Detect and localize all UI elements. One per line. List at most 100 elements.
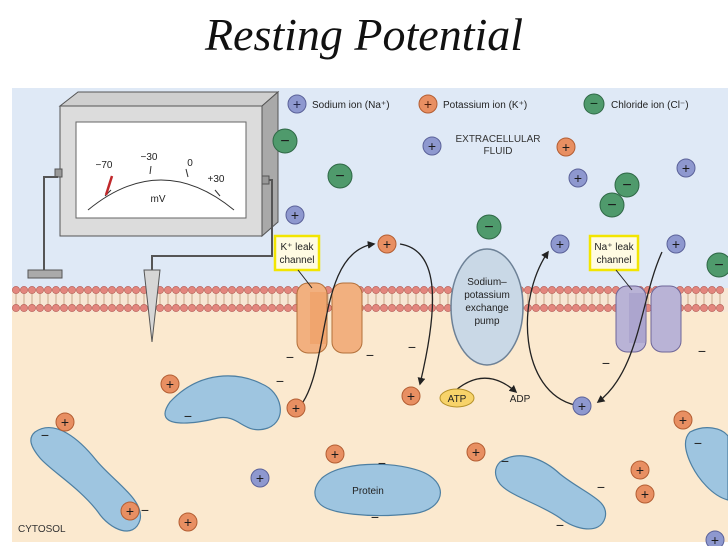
negative-charge: − xyxy=(694,435,702,451)
na-leak-label-box xyxy=(588,234,640,272)
pump-label-2: potassium xyxy=(464,290,510,301)
negative-charge: − xyxy=(276,373,284,389)
meter-unit: mV xyxy=(151,194,166,205)
atp-label: ATP xyxy=(448,394,467,405)
potassium-ion: + xyxy=(630,460,650,480)
sodium-ion: + xyxy=(666,234,686,254)
voltmeter: −70 −30 0 +30 mV xyxy=(27,90,280,343)
negative-charge: − xyxy=(602,355,610,371)
chloride-ion-icon xyxy=(583,93,605,115)
atp-to-adp-arrow xyxy=(455,377,518,394)
negative-charge: − xyxy=(501,453,509,469)
meter-needle xyxy=(104,175,114,196)
svg-text:−: − xyxy=(607,197,616,214)
protein-blob xyxy=(314,463,441,517)
sodium-ion: + xyxy=(676,158,696,178)
meter-tick-minus70: −70 xyxy=(96,160,113,171)
sodium-ion: + xyxy=(705,530,725,546)
protein-blob xyxy=(494,455,607,530)
potassium-ion: + xyxy=(286,398,306,418)
negative-charge: − xyxy=(286,349,294,365)
meter-tick-plus30: +30 xyxy=(208,174,225,185)
na-leak-pointer xyxy=(615,269,633,291)
svg-text:+: + xyxy=(331,446,339,462)
negative-charge: − xyxy=(184,408,192,424)
potassium-ion: + xyxy=(160,374,180,394)
svg-text:+: + xyxy=(428,138,436,154)
negative-charge: − xyxy=(597,479,605,495)
meter-arc xyxy=(87,179,235,211)
svg-text:+: + xyxy=(292,400,300,416)
chloride-ion: − xyxy=(599,192,625,218)
potassium-ion-icon xyxy=(418,94,438,114)
svg-text:+: + xyxy=(166,376,174,392)
svg-text:+: + xyxy=(641,486,649,502)
svg-text:−: − xyxy=(280,133,289,150)
legend-chloride: Chloride ion (Cl⁻) xyxy=(611,100,689,111)
ground-electrode xyxy=(27,269,63,279)
negative-charge: − xyxy=(698,343,706,359)
svg-text:+: + xyxy=(256,470,264,486)
svg-text:+: + xyxy=(578,398,586,414)
chloride-ion: − xyxy=(614,172,640,198)
potassium-ion: + xyxy=(178,512,198,532)
sodium-ion: + xyxy=(422,136,442,156)
na-influx-arrow xyxy=(596,251,663,403)
negative-charge: − xyxy=(556,517,564,533)
ground-wire xyxy=(43,176,58,270)
potassium-ion: + xyxy=(401,386,421,406)
protein-blob xyxy=(30,427,142,532)
adp-label: ADP xyxy=(510,394,531,405)
meter-face xyxy=(75,121,247,219)
svg-text:+: + xyxy=(383,236,391,252)
negative-charge: − xyxy=(141,502,149,518)
extracellular-label: EXTRACELLULAR xyxy=(455,134,540,145)
chloride-ion: − xyxy=(706,252,728,278)
negative-charge: − xyxy=(41,427,49,443)
electrode-wire xyxy=(151,179,273,270)
svg-text:−: − xyxy=(622,177,631,194)
slide-title: Resting Potential xyxy=(204,9,524,60)
k-into-pump-arrow xyxy=(399,243,434,386)
na-leak-label-2: channel xyxy=(596,255,631,266)
svg-text:+: + xyxy=(407,388,415,404)
legend-potassium: Potassium ion (K⁺) xyxy=(443,100,527,111)
k-leak-label-box xyxy=(273,234,321,272)
protein-label: Protein xyxy=(352,486,384,497)
meter-tick-0: 0 xyxy=(187,158,193,169)
svg-text:+: + xyxy=(293,96,301,112)
legend: + Sodium ion (Na⁺) + Potassium ion (K⁺) … xyxy=(287,93,689,115)
na-leak-channel xyxy=(615,285,682,353)
sodium-ion: + xyxy=(572,396,592,416)
potassium-ion: + xyxy=(55,412,75,432)
negative-charge: − xyxy=(378,455,386,471)
legend-sodium: Sodium ion (Na⁺) xyxy=(312,100,390,111)
potassium-ion: + xyxy=(635,484,655,504)
potassium-ion: + xyxy=(377,234,397,254)
svg-text:+: + xyxy=(636,462,644,478)
svg-text:+: + xyxy=(556,236,564,252)
pump-label-1: Sodium– xyxy=(467,277,507,288)
chloride-ion: − xyxy=(272,128,298,154)
potassium-ion: + xyxy=(556,137,576,157)
svg-text:+: + xyxy=(424,96,432,112)
na-out-pump-arrow xyxy=(526,250,576,406)
svg-text:+: + xyxy=(562,139,570,155)
meter-tick-minus30: −30 xyxy=(141,152,158,163)
svg-text:+: + xyxy=(126,503,134,519)
svg-text:+: + xyxy=(184,514,192,530)
na-leak-label-1: Na⁺ leak xyxy=(594,242,634,253)
chloride-ion: − xyxy=(476,214,502,240)
protein-blob xyxy=(164,375,281,431)
svg-text:+: + xyxy=(672,236,680,252)
svg-text:+: + xyxy=(574,170,582,186)
pump-label-4: pump xyxy=(474,316,499,327)
potassium-ion: + xyxy=(466,442,486,462)
potassium-ion: + xyxy=(673,410,693,430)
microelectrode xyxy=(143,269,161,343)
potassium-ion: + xyxy=(325,444,345,464)
svg-text:+: + xyxy=(711,532,719,546)
atp-badge xyxy=(439,388,475,408)
sodium-ion: + xyxy=(568,168,588,188)
